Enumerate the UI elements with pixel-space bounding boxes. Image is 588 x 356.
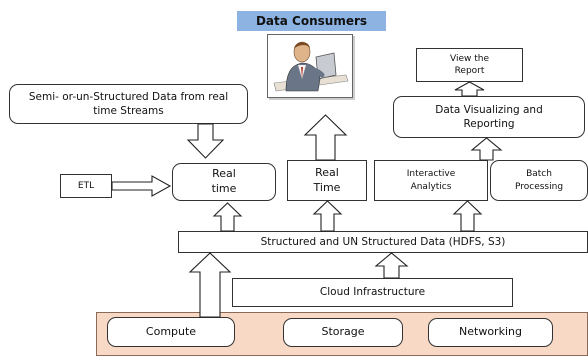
arrow-streams-to-realtime — [186, 123, 225, 159]
arrow-compute-to-data — [188, 252, 232, 318]
arrow-etl-to-realtime — [111, 175, 172, 197]
data-consumers-title: Data Consumers — [237, 11, 386, 31]
etl-label: ETL — [77, 180, 95, 191]
arrow-realtime-to-consumers — [303, 114, 348, 161]
structured-data-box: Structured and UN Structured Data (HDFS,… — [178, 231, 588, 253]
semi-structured-streams-label: Semi- or-un-Structured Data from real ti… — [28, 90, 229, 117]
arrow-analytics-to-visualizing — [470, 137, 503, 161]
real-time-1-label: Real time — [211, 167, 237, 195]
structured-data-label: Structured and UN Structured Data (HDFS,… — [260, 235, 506, 248]
batch-processing-label: Batch Processing — [514, 169, 564, 192]
person-at-laptop-icon — [267, 34, 353, 98]
view-report-label: View the Report — [450, 53, 489, 76]
arrow-cloud-to-data — [374, 252, 409, 279]
storage-label: Storage — [321, 325, 365, 339]
compute-label: Compute — [145, 324, 197, 338]
etl-box: ETL — [60, 174, 112, 198]
real-time-2-label: Real Time — [313, 165, 341, 194]
arrow-data-to-realtime-1 — [212, 202, 243, 232]
real-time-box-2: Real Time — [287, 160, 367, 201]
networking-label: Networking — [459, 325, 522, 339]
networking-box: Networking — [428, 318, 553, 347]
compute-box: Compute — [107, 317, 235, 347]
semi-structured-streams-box: Semi- or-un-Structured Data from real ti… — [9, 84, 248, 124]
storage-box: Storage — [283, 318, 403, 347]
data-visualizing-box: Data Visualizing and Reporting — [393, 96, 585, 138]
view-report-box: View the Report — [416, 48, 523, 82]
arrow-data-to-realtime-2 — [312, 200, 343, 232]
cloud-infrastructure-box: Cloud Infrastructure — [232, 278, 513, 307]
interactive-analytics-box: Interactive Analytics — [374, 160, 488, 201]
batch-processing-box: Batch Processing — [490, 160, 588, 201]
real-time-box-1: Real time — [172, 163, 276, 201]
interactive-analytics-label: Interactive Analytics — [406, 169, 456, 192]
arrow-data-to-interactive — [452, 200, 483, 232]
data-visualizing-label: Data Visualizing and Reporting — [435, 103, 543, 130]
cloud-infrastructure-label: Cloud Infrastructure — [319, 286, 426, 299]
arrow-visualizing-to-report — [454, 81, 485, 97]
